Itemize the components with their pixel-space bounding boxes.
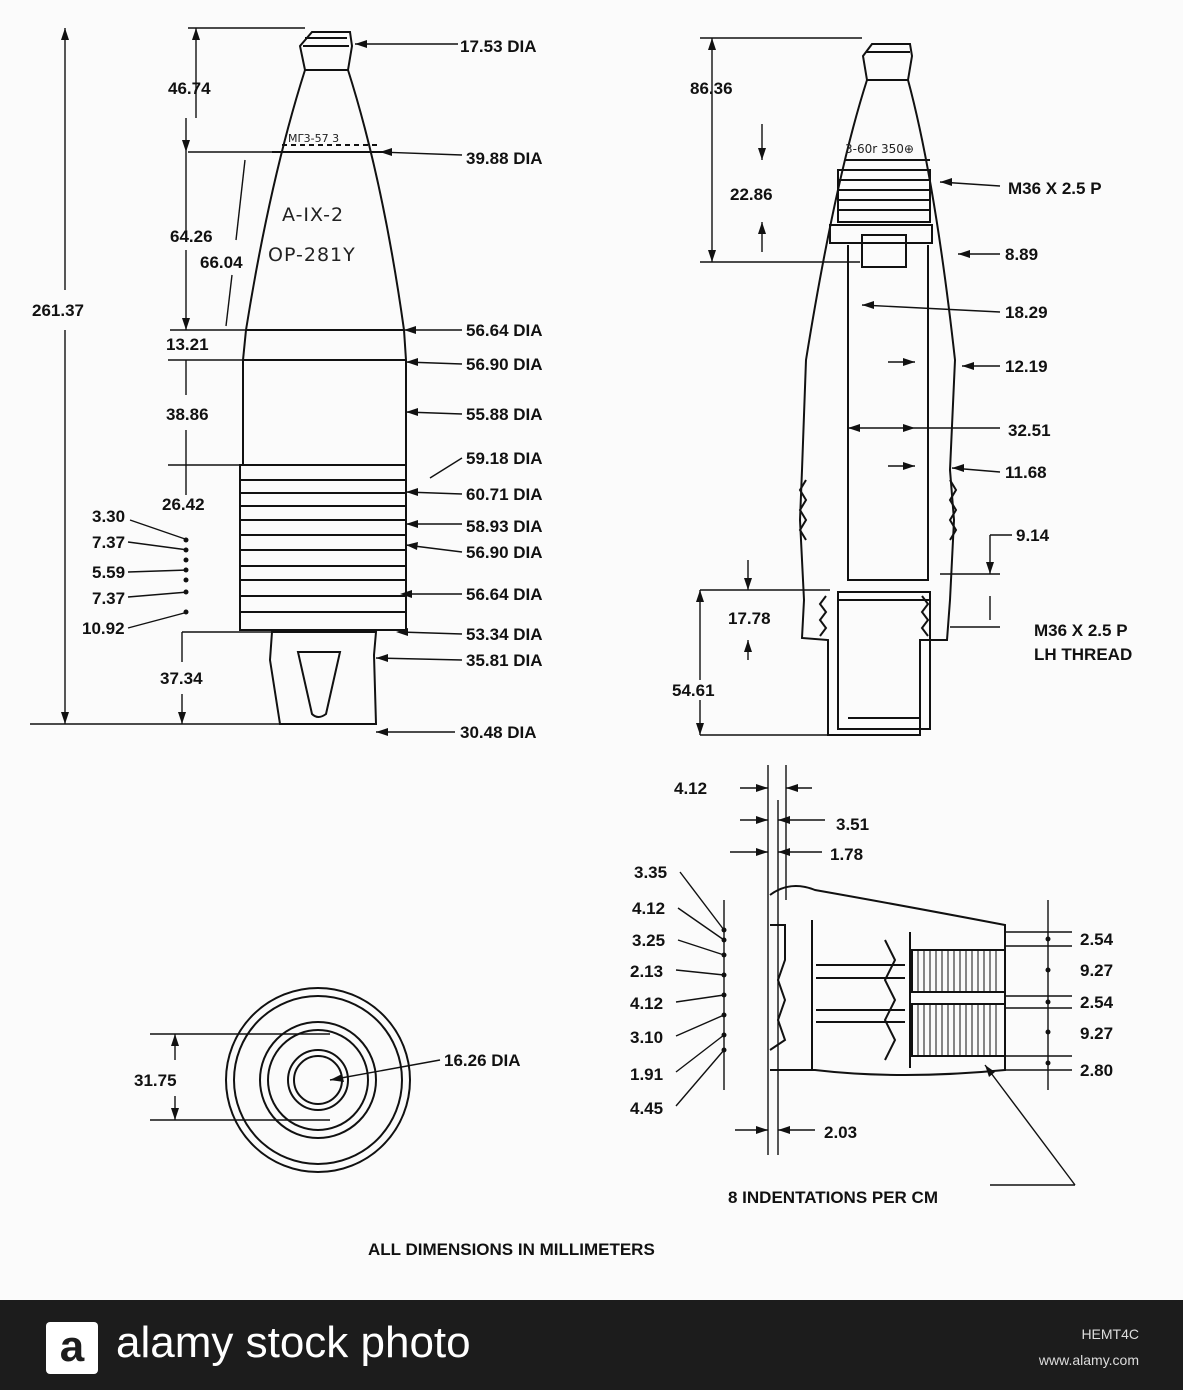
dim-base-plug-length: 54.61: [672, 681, 715, 700]
dim-body-length: 38.86: [166, 405, 209, 424]
dim-wall-3: 11.68: [1005, 463, 1047, 482]
dim-band-step-1: 3.30: [92, 507, 126, 526]
dim-band-step-2: 7.37: [92, 533, 126, 552]
left-dimension-lines: [30, 27, 463, 733]
dim-thread-length: 22.86: [730, 185, 773, 204]
band-detail-hatching: [917, 950, 997, 1056]
dim-detail-right-1: 2.54: [1080, 930, 1114, 949]
dim-detail-left-1: 3.35: [634, 863, 668, 882]
dim-band-1-diameter: 59.18 DIA: [466, 449, 543, 468]
left-projectile-outline: [239, 31, 407, 725]
dim-base-thread-length: 17.78: [728, 609, 771, 628]
dim-wall-2: 12.19: [1005, 357, 1048, 376]
dim-detail-left-3: 3.25: [632, 931, 666, 950]
dim-detail-bottom: 2.03: [824, 1123, 858, 1142]
dim-end-view-height: 31.75: [134, 1071, 177, 1090]
dim-detail-left-8: 4.45: [630, 1099, 664, 1118]
right-projectile-section: [798, 43, 958, 736]
dim-detail-left-5: 4.12: [630, 994, 664, 1013]
units-caption: ALL DIMENSIONS IN MILLIMETERS: [368, 1240, 655, 1259]
dim-base-diameter: 53.34 DIA: [466, 625, 543, 644]
right-arrowheads: [696, 38, 994, 735]
dim-detail-right-4: 9.27: [1080, 1024, 1114, 1043]
projectile-drawing: [30, 27, 1076, 1186]
image-id: HEMT4C: [1081, 1326, 1139, 1342]
dim-end-view-diameter: 16.26 DIA: [444, 1051, 521, 1070]
brand-name: alamy stock photo: [116, 1318, 471, 1367]
dim-detail-right-5: 2.80: [1080, 1061, 1114, 1080]
dim-tail-diameter: 35.81 DIA: [466, 651, 543, 670]
end-view-circles: [225, 987, 411, 1173]
dim-detail-left-6: 3.10: [630, 1028, 664, 1047]
band-detail-dots: [721, 784, 1051, 1134]
drawing-canvas: MΓ3-57 3 A-IX-2 OP-281Y 17.53 DIA 39.88 …: [30, 27, 1133, 1259]
dim-tail-length: 37.34: [160, 669, 203, 688]
dim-nose-thread: M36 X 2.5 P: [1008, 179, 1102, 198]
right-dimension-lines: [699, 37, 1012, 736]
dim-wall-1: 8.89: [1005, 245, 1039, 264]
dim-band-step-4: 7.37: [92, 589, 126, 608]
dim-detail-left-2: 4.12: [632, 899, 666, 918]
alamy-logo-icon: a: [46, 1322, 98, 1374]
dim-base-wall: 9.14: [1016, 526, 1050, 545]
dim-detail-top-1: 4.12: [674, 779, 708, 798]
stencil-line-1: A-IX-2: [282, 204, 345, 226]
band-detail-dims: [675, 765, 1076, 1186]
dim-cavity-neck: 18.29: [1005, 303, 1048, 322]
dim-base-thread: M36 X 2.5 P: [1034, 621, 1128, 640]
dim-ogive-length: 64.26: [170, 227, 213, 246]
dim-fuze-depth: 86.36: [690, 79, 733, 98]
dim-tail-end-diameter: 30.48 DIA: [460, 723, 537, 742]
dim-detail-top-3: 1.78: [830, 845, 864, 864]
band-detail-drawing: [769, 885, 1006, 1076]
dim-band-3-diameter: 58.93 DIA: [466, 517, 543, 536]
left-arrowheads: [61, 28, 418, 736]
dim-bourrelet-length: 13.21: [166, 335, 209, 354]
logo-letter: a: [59, 1322, 85, 1371]
dim-body-upper-diameter: 56.90 DIA: [466, 355, 543, 374]
dim-overall-length: 261.37: [32, 301, 84, 320]
dim-tip-diameter: 17.53 DIA: [460, 37, 537, 56]
dim-body-diameter: 55.88 DIA: [466, 405, 543, 424]
dim-detail-top-2: 3.51: [836, 815, 870, 834]
dim-band-step-3: 5.59: [92, 563, 126, 582]
dim-bourrelet-diameter: 56.64 DIA: [466, 321, 543, 340]
dim-ogive-diameter: 39.88 DIA: [466, 149, 543, 168]
dim-fuze-length: 46.74: [168, 79, 211, 98]
stencil-right-marking: 3-60r 350⊕: [845, 142, 914, 156]
site-url: www.alamy.com: [1038, 1352, 1139, 1368]
indentation-note: 8 INDENTATIONS PER CM: [728, 1188, 938, 1207]
dim-detail-left-7: 1.91: [630, 1065, 664, 1084]
dim-ogive-slant: 66.04: [200, 253, 243, 272]
dim-band-4-diameter: 56.90 DIA: [466, 543, 543, 562]
stencil-top-marking: MΓ3-57 3: [288, 132, 340, 145]
dim-band-step-5: 10.92: [82, 619, 125, 638]
dim-cavity-diameter: 32.51: [1008, 421, 1051, 440]
dim-detail-left-4: 2.13: [630, 962, 664, 981]
dim-band-2-diameter: 60.71 DIA: [466, 485, 543, 504]
dim-base-thread-note: LH THREAD: [1034, 645, 1133, 664]
dim-detail-right-3: 2.54: [1080, 993, 1114, 1012]
stock-photo-footer: a alamy stock photo HEMT4C www.alamy.com: [0, 1300, 1183, 1390]
dim-detail-right-2: 9.27: [1080, 961, 1114, 980]
dim-band-length: 26.42: [162, 495, 205, 514]
dim-band-5-diameter: 56.64 DIA: [466, 585, 543, 604]
stencil-line-2: OP-281Y: [268, 244, 356, 266]
